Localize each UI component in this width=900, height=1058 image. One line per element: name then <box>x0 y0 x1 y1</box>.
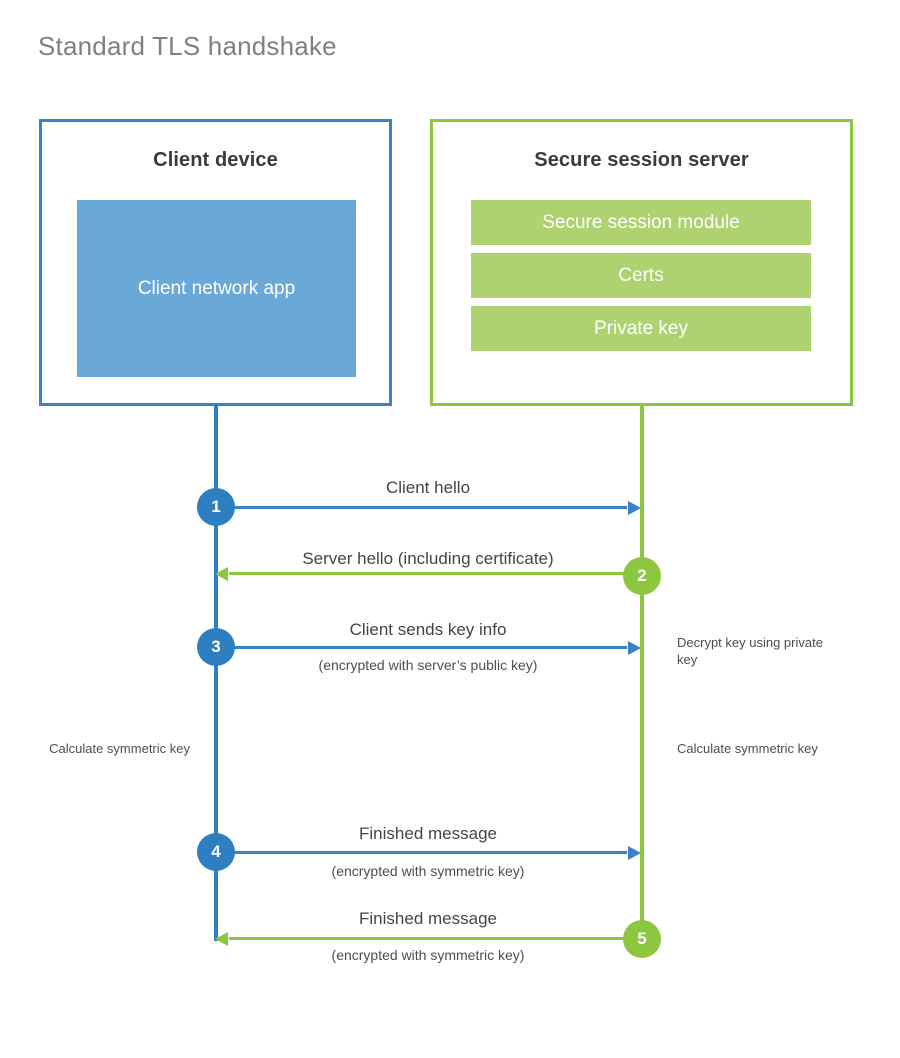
arrowhead-left-icon <box>215 931 228 946</box>
arrowhead-right-icon <box>628 500 641 515</box>
step-4-sublabel: (encrypted with symmetric key) <box>331 863 525 879</box>
client-device-box: Client device Client network app <box>39 119 392 406</box>
server-component-certs: Certs <box>471 253 811 298</box>
step-1-label: Client hello <box>385 478 471 497</box>
client-device-title: Client device <box>153 149 278 171</box>
note-decrypt-key: Decrypt key using private key <box>677 635 823 667</box>
step-1-arrow <box>216 500 641 515</box>
secure-session-server-title: Secure session server <box>534 149 749 171</box>
step-marker-4[interactable]: 4 <box>197 833 235 871</box>
step-3-label: Client sends key info <box>349 620 507 639</box>
server-component-private-key: Private key <box>471 306 811 351</box>
arrowhead-right-icon <box>628 845 641 860</box>
server-component-secure-session-module: Secure session module <box>471 200 811 245</box>
note-server-calculate-symmetric-key: Calculate symmetric key <box>677 741 818 756</box>
secure-session-server-box: Secure session server Secure session mod… <box>430 119 853 406</box>
server-lifeline <box>640 404 644 941</box>
step-4-label: Finished message <box>359 824 497 843</box>
server-component-list: Secure session module Certs Private key <box>471 200 811 351</box>
step-marker-3[interactable]: 3 <box>197 628 235 666</box>
step-4-arrow <box>216 845 641 860</box>
step-marker-2[interactable]: 2 <box>623 557 661 595</box>
step-marker-1[interactable]: 1 <box>197 488 235 526</box>
step-5-label: Finished message <box>359 909 497 928</box>
client-lifeline <box>214 404 218 941</box>
client-network-app-label: Client network app <box>137 277 296 299</box>
step-2-arrow <box>215 566 640 581</box>
step-5-arrow <box>215 931 640 946</box>
client-network-app-block: Client network app <box>77 200 356 377</box>
step-3-sublabel: (encrypted with server’s public key) <box>318 657 538 673</box>
page-title: Standard TLS handshake <box>38 31 337 61</box>
step-2-label: Server hello (including certificate) <box>302 549 554 568</box>
note-client-calculate-symmetric-key: Calculate symmetric key <box>49 741 190 756</box>
step-5-sublabel: (encrypted with symmetric key) <box>331 947 525 963</box>
step-3-arrow <box>216 640 641 655</box>
arrowhead-left-icon <box>215 566 228 581</box>
step-marker-5[interactable]: 5 <box>623 920 661 958</box>
arrowhead-right-icon <box>628 640 641 655</box>
